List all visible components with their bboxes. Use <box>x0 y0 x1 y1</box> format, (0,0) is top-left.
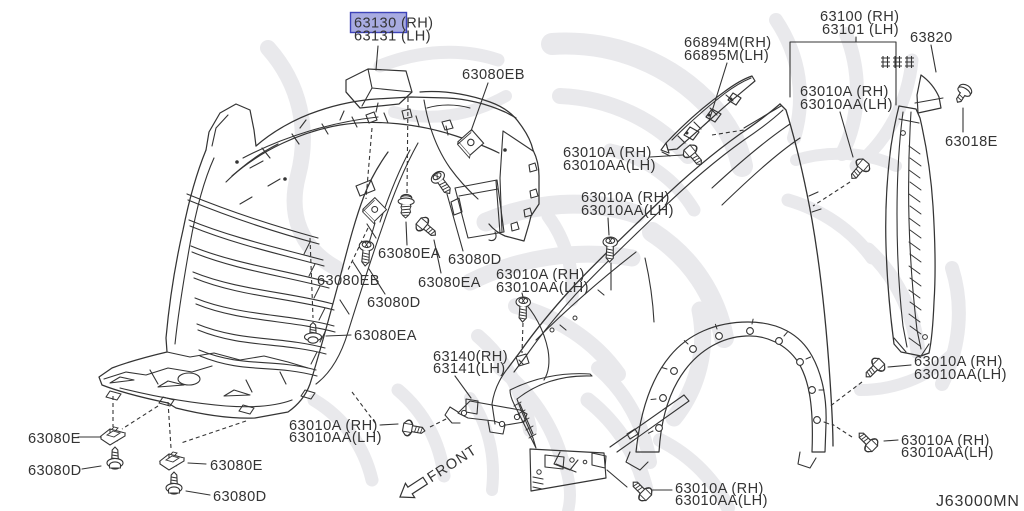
svg-text:63080E: 63080E <box>210 458 263 474</box>
svg-text:63010A (RH): 63010A (RH) <box>496 267 585 283</box>
svg-text:63080D: 63080D <box>213 489 267 505</box>
svg-text:63010A (RH): 63010A (RH) <box>563 145 652 161</box>
svg-text:63080EA: 63080EA <box>354 328 417 344</box>
svg-text:63010AA(LH): 63010AA(LH) <box>901 445 994 461</box>
svg-text:63820: 63820 <box>910 30 953 46</box>
svg-text:63141(LH): 63141(LH) <box>433 361 506 377</box>
svg-text:63080EA: 63080EA <box>418 275 481 291</box>
svg-text:63080EB: 63080EB <box>462 67 525 83</box>
svg-text:63010AA(LH): 63010AA(LH) <box>581 203 674 219</box>
svg-text:63018E: 63018E <box>945 134 998 150</box>
svg-text:66894M(RH): 66894M(RH) <box>684 35 772 51</box>
svg-text:63101 (LH): 63101 (LH) <box>822 22 899 38</box>
svg-text:63010AA(LH): 63010AA(LH) <box>289 430 382 446</box>
svg-text:63010A (RH): 63010A (RH) <box>581 190 670 206</box>
svg-text:63080D: 63080D <box>28 463 82 479</box>
svg-text:63130 (RH): 63130 (RH) <box>354 16 433 32</box>
svg-text:63080EB: 63080EB <box>317 273 380 289</box>
svg-text:63010A (RH): 63010A (RH) <box>675 481 764 497</box>
svg-text:66895M(LH): 66895M(LH) <box>684 48 769 64</box>
svg-text:63010AA(LH): 63010AA(LH) <box>914 367 1007 383</box>
svg-text:63010A (RH): 63010A (RH) <box>901 433 990 449</box>
svg-text:63010A (RH): 63010A (RH) <box>289 418 378 434</box>
svg-text:63010AA(LH): 63010AA(LH) <box>496 280 589 296</box>
svg-text:63131 (LH): 63131 (LH) <box>354 29 431 45</box>
svg-text:63080D: 63080D <box>367 295 421 311</box>
svg-text:63010AA(LH): 63010AA(LH) <box>800 97 893 113</box>
svg-text:J63000MN: J63000MN <box>936 493 1020 510</box>
svg-text:63080EA: 63080EA <box>378 246 441 262</box>
svg-text:63010A (RH): 63010A (RH) <box>800 84 889 100</box>
svg-text:63080D: 63080D <box>448 252 502 268</box>
svg-text:63100 (RH): 63100 (RH) <box>820 9 899 25</box>
svg-text:63010AA(LH): 63010AA(LH) <box>675 493 768 509</box>
svg-text:63010AA(LH): 63010AA(LH) <box>563 158 656 174</box>
svg-text:63080E: 63080E <box>28 431 81 447</box>
svg-text:63140(RH): 63140(RH) <box>433 349 508 365</box>
svg-text:63010A (RH): 63010A (RH) <box>914 354 1003 370</box>
